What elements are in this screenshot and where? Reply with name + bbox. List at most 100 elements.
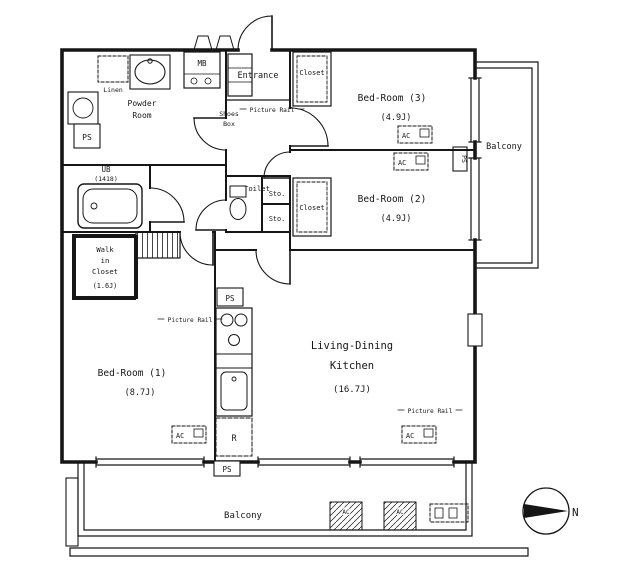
building-edge-column bbox=[65, 477, 79, 547]
washer-pan bbox=[67, 91, 99, 125]
bedroom1: Bed-Room (1) (8.7J) Picture Rail AC bbox=[98, 317, 223, 444]
stove-burner-2 bbox=[234, 313, 248, 327]
bedroom2: Bed-Room (2) (4.9J) AC bbox=[358, 152, 429, 224]
linen-label: Linen bbox=[103, 86, 123, 94]
wic-label-1: Walk bbox=[96, 245, 114, 254]
ac-box-ldk bbox=[401, 425, 437, 444]
faucet-icon bbox=[147, 58, 153, 64]
drain-icon bbox=[90, 202, 98, 210]
ac-box-bedroom2 bbox=[393, 152, 429, 171]
closet-bedroom2-label: Closet bbox=[299, 204, 324, 212]
picture-rail-label-ldk: Picture Rail bbox=[408, 408, 453, 415]
ac-box-bedroom1 bbox=[171, 425, 207, 444]
pipe-space-label-bottom: PS bbox=[222, 465, 232, 474]
ac-label-ldk: AC bbox=[406, 432, 414, 440]
bedroom3-name: Bed-Room (3) bbox=[358, 93, 427, 104]
wall-duct-box bbox=[467, 313, 483, 347]
shoes-box-shelves bbox=[227, 67, 253, 83]
walk-in-closet-box bbox=[72, 234, 138, 300]
balcony-bottom-inner-rail bbox=[83, 461, 467, 531]
refrigerator-space bbox=[215, 417, 253, 457]
kitchen: PS R PS bbox=[213, 287, 253, 477]
meter-box bbox=[183, 51, 221, 89]
vanity-counter bbox=[129, 54, 171, 90]
unit-bath-label-2: (1418) bbox=[94, 175, 117, 183]
north-arrow-icon bbox=[524, 504, 568, 518]
kitchen-counter bbox=[215, 307, 253, 417]
pipe-space-label-kitchen: PS bbox=[225, 294, 235, 303]
living-dining-kitchen: Living-Dining Kitchen (16.7J) Picture Ra… bbox=[311, 313, 483, 444]
ac-outdoor-space-mark-1 bbox=[434, 507, 444, 519]
stove-burner-1 bbox=[220, 313, 234, 327]
building-edge bbox=[65, 477, 529, 557]
bathtub-icon bbox=[82, 188, 138, 224]
walk-in-closet: Walk in Closet (1.6J) bbox=[72, 234, 138, 300]
bedroom3-size: (4.9J) bbox=[381, 113, 412, 123]
doors bbox=[149, 15, 329, 285]
ac-outdoor-unit-2 bbox=[383, 501, 417, 531]
meter-dial-2 bbox=[204, 77, 212, 85]
powder-room-label-1: Powder bbox=[128, 99, 157, 108]
refrigerator-label: R bbox=[231, 434, 237, 444]
sink-icon bbox=[134, 59, 166, 85]
closet-bedroom3: Closet bbox=[292, 51, 332, 107]
ldk-name-1: Living-Dining bbox=[311, 340, 393, 352]
kitchen-faucet-icon bbox=[231, 376, 237, 382]
toilet-room: Toilet bbox=[229, 184, 270, 220]
compass: N bbox=[522, 487, 579, 535]
pipe-space-box-powder bbox=[73, 123, 101, 149]
balcony-right: Balcony PS bbox=[452, 61, 539, 269]
ac-mark-bedroom2 bbox=[415, 155, 426, 165]
kitchen-sink-icon bbox=[220, 371, 248, 411]
bedroom2-size: (4.9J) bbox=[381, 214, 412, 224]
ac-label-bedroom3: AC bbox=[402, 132, 410, 140]
entrance-area: Entrance Shoes Box Picture Rail bbox=[193, 35, 305, 128]
closet-bedroom2-box bbox=[292, 177, 332, 237]
closet-bedroom3-label: Closet bbox=[299, 69, 324, 77]
pipe-space-label-right: PS bbox=[460, 155, 468, 163]
pipe-space-box-right bbox=[452, 146, 468, 172]
toilet-icon bbox=[229, 198, 247, 220]
wic-label-2: in bbox=[101, 256, 110, 265]
closet-bedroom3-dashes bbox=[296, 55, 328, 103]
balcony-right-inner-rail bbox=[474, 67, 533, 264]
pipe-space-box-kitchen bbox=[216, 287, 244, 307]
wic-label-4: (1.6J) bbox=[93, 282, 118, 290]
toilet-tank bbox=[229, 185, 247, 198]
balcony-bottom-label: Balcony bbox=[224, 511, 263, 521]
shoes-box-label-2: Box bbox=[223, 120, 235, 128]
linen-closet bbox=[97, 55, 129, 83]
pipe-space-box-bottom bbox=[213, 460, 241, 477]
closet-bedroom2-dashes bbox=[296, 181, 328, 233]
storage-label-1: Sto. bbox=[269, 190, 285, 198]
ac-outdoor-space bbox=[429, 503, 469, 523]
windows bbox=[95, 77, 482, 468]
bedroom1-name: Bed-Room (1) bbox=[98, 368, 167, 379]
storage-cells: Sto. Sto. bbox=[269, 190, 285, 223]
shoes-box-label-1: Shoes bbox=[219, 110, 239, 118]
ac-outdoor-unit-2-label: AC bbox=[396, 509, 404, 516]
powder-room: Linen MB PS Powder Room bbox=[67, 51, 221, 149]
ac-label-bedroom1: AC bbox=[176, 432, 184, 440]
bedroom1-size: (8.7J) bbox=[125, 388, 156, 398]
balcony-right-outer-rail bbox=[474, 61, 539, 269]
bedroom1-closet bbox=[135, 231, 181, 259]
ac-outdoor-space-mark-2 bbox=[448, 507, 458, 519]
unit-bath: UB (1418) bbox=[77, 165, 143, 229]
unit-bath-label-1: UB bbox=[101, 165, 111, 174]
ldk-size: (16.7J) bbox=[333, 385, 371, 395]
ac-mark-ldk bbox=[423, 428, 434, 438]
door-arcs bbox=[149, 15, 329, 285]
toilet-label: Toilet bbox=[244, 184, 270, 193]
stove-burner-3 bbox=[228, 334, 240, 346]
ldk-name-2: Kitchen bbox=[330, 360, 374, 372]
bedroom3: Bed-Room (3) (4.9J) AC bbox=[358, 93, 433, 144]
picture-rail-label-bedroom1: Picture Rail bbox=[168, 317, 213, 324]
ac-outdoor-unit-1 bbox=[329, 501, 363, 531]
pipe-space-label-powder: PS bbox=[82, 133, 92, 142]
storage-label-2: Sto. bbox=[269, 215, 285, 223]
closet-bedroom2: Closet bbox=[292, 177, 332, 237]
building-edge-band bbox=[69, 547, 529, 557]
ac-mark-bedroom1 bbox=[193, 428, 204, 438]
